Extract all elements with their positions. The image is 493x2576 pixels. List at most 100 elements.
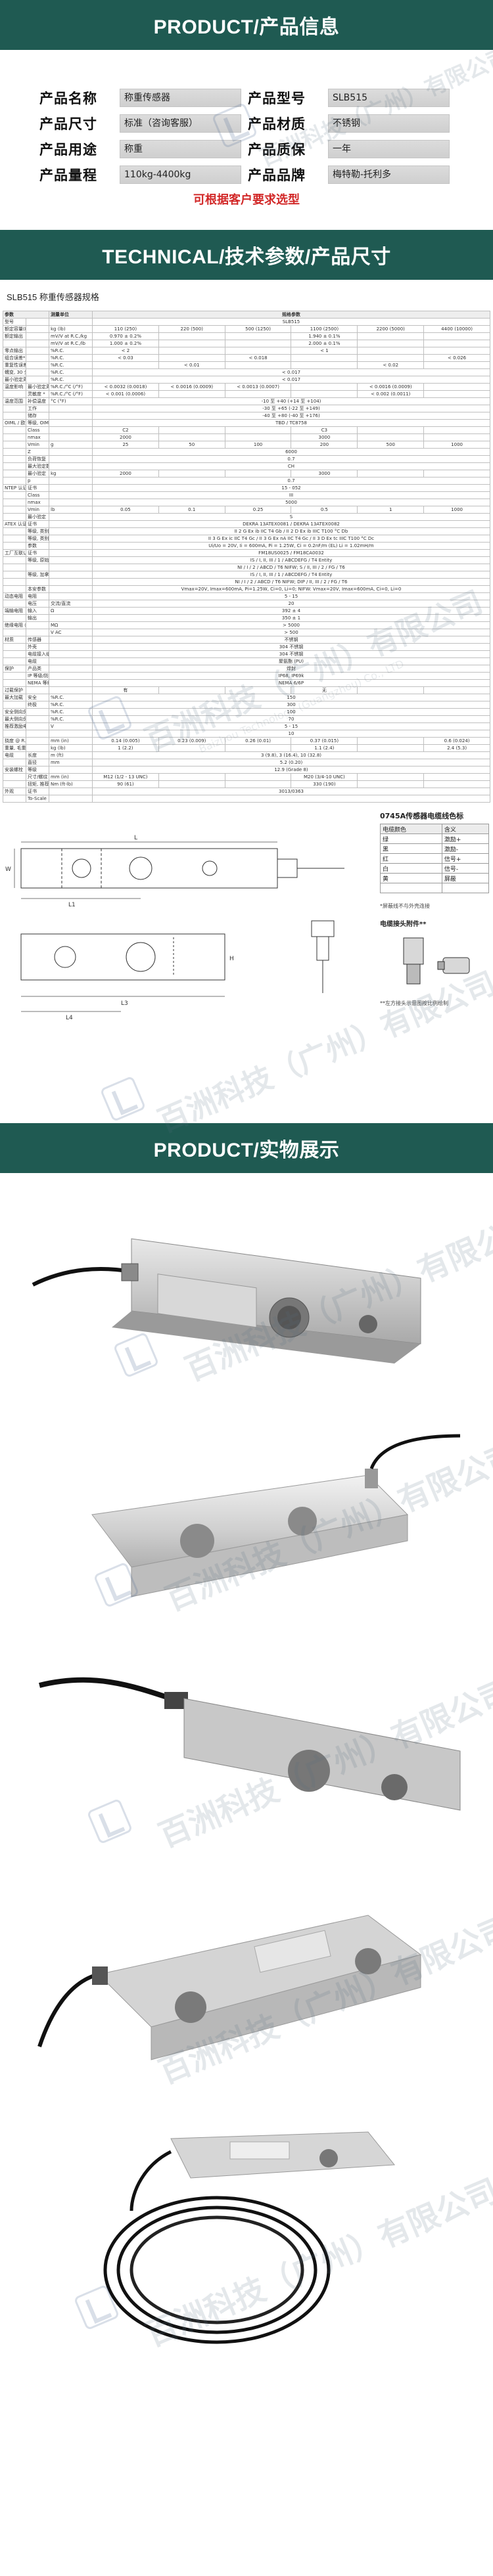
spec-unit xyxy=(49,636,93,644)
spec-item: 电压 xyxy=(26,600,49,608)
spec-unit xyxy=(49,433,93,441)
photo-title: PRODUCT/实物展示 xyxy=(153,1140,340,1161)
spec-unit: Nm (ft-lb) xyxy=(49,780,93,788)
spec-group xyxy=(3,535,26,543)
drawing-top-body xyxy=(20,848,278,889)
spec-value: 100 xyxy=(92,708,490,716)
spec-value: 1.1 (2.4) xyxy=(291,744,358,752)
spec-item xyxy=(26,730,49,738)
spec-row: 保护产品类焊封 xyxy=(3,665,490,673)
spec-unit xyxy=(49,686,93,694)
spec-group: 动态电阻 xyxy=(3,592,26,600)
spec-value: 3013/0363 xyxy=(92,788,490,795)
spec-value: 300 xyxy=(92,701,490,709)
spec-value xyxy=(423,347,490,355)
wiring-footnote: **左方接头示意图按比例绘制 xyxy=(380,1000,448,1006)
spec-unit xyxy=(49,795,93,803)
spec-group xyxy=(3,679,26,687)
spec-group: 温度影响 xyxy=(3,383,26,391)
spec-item: 外壳 xyxy=(26,643,49,651)
spec-value: 5.2 (0.20) xyxy=(92,759,490,766)
spec-value: DEKRA 13ATEX0081 / DEKRA 13ATEX0082 xyxy=(92,520,490,528)
spec-unit xyxy=(49,643,93,651)
spec-group xyxy=(3,780,26,788)
wire-meaning xyxy=(441,883,490,893)
spec-item: 等级 xyxy=(26,766,49,774)
spec-unit xyxy=(49,679,93,687)
wiring-title: 0745A传感器电缆线色标 xyxy=(380,812,464,820)
spec-row: 电缆接入组件304 不锈钢 xyxy=(3,650,490,658)
dimension-label: L1 xyxy=(68,902,76,908)
info-value: 梅特勒-托利多 xyxy=(328,166,450,184)
spec-value: IS / I, II, III / 1 / ABCDEFG / T4 Entit… xyxy=(92,571,490,579)
spec-value: 焊封 xyxy=(92,665,490,673)
spec-item: nmax xyxy=(26,499,49,506)
wiring-subtitle: 电缆接头附件** xyxy=(380,921,427,928)
spec-item: Z xyxy=(26,448,49,456)
spec-group xyxy=(3,629,26,636)
spec-row: 终极%R.C.300 xyxy=(3,701,490,709)
spec-group: 绝缘电阻 @50VDC xyxy=(3,621,26,629)
spec-item: To-Scale xyxy=(26,795,49,803)
spec-value: 304 不锈钢 xyxy=(92,650,490,658)
spec-value xyxy=(357,340,425,347)
spec-unit xyxy=(49,318,93,326)
spec-item: NEMA 等级 xyxy=(26,679,49,687)
spec-value: 0.7 xyxy=(92,477,490,485)
spec-item: 直径 xyxy=(26,759,49,766)
dimension-drawing: L L1 W L3 L4 H xyxy=(5,835,344,1021)
spec-value xyxy=(423,426,490,434)
spec-row: To-Scale xyxy=(3,795,490,803)
spec-group: 温度范围 xyxy=(3,397,26,405)
spec-group xyxy=(3,441,26,449)
drawing-hole xyxy=(202,860,218,876)
spec-value xyxy=(224,426,292,434)
wire-meaning: 信号- xyxy=(441,863,490,874)
spec-group xyxy=(3,542,26,550)
spec-item: Vmin xyxy=(26,441,49,449)
spec-group: 最大侧向负荷 xyxy=(3,715,26,723)
spec-value: 0.05 xyxy=(92,506,159,514)
spec-group xyxy=(3,701,26,709)
spec-unit: %R.C. xyxy=(49,354,93,362)
spec-value: Ui/Uo = 20V, Ii = 600mA, Pi = 1.25W, Ci … xyxy=(92,542,490,550)
spec-group xyxy=(3,759,26,766)
spec-item: 最小验定 xyxy=(26,513,49,521)
spec-group: 外观 xyxy=(3,788,26,795)
product-photo xyxy=(32,1238,421,1364)
spec-value: II 2 G Ex ib IIC T4 Gb / II 2 D Ex ib II… xyxy=(92,527,490,535)
spec-group: 组合误差* xyxy=(3,354,26,362)
spec-item: 参数 xyxy=(26,542,49,550)
spec-value: 25 xyxy=(92,441,159,449)
photo-gallery: 百洲科技（广州）有限公司 百洲科技（广州）有限公司 百洲科技（广州）有限公司 xyxy=(0,1173,493,2376)
spec-value: 500 xyxy=(357,441,425,449)
spec-unit xyxy=(49,419,93,427)
spec-value xyxy=(291,361,358,369)
spec-value: 3000 xyxy=(291,470,358,477)
spec-value xyxy=(158,433,225,441)
info-value: 不锈钢 xyxy=(328,114,450,133)
spec-row: 工厂互联认证证书FM18US0025 / FM18CA0032 xyxy=(3,549,490,557)
spec-value xyxy=(423,470,490,477)
product-photo xyxy=(91,1434,461,1597)
spec-unit xyxy=(49,672,93,680)
spec-item: 终极 xyxy=(26,701,49,709)
spec-value: 不锈钢 xyxy=(92,636,490,644)
spec-unit: 交流/直流 xyxy=(49,600,93,608)
spec-unit xyxy=(49,542,93,550)
spec-row: 零点输出%R.C.< 2< 1 xyxy=(3,347,490,355)
spec-group xyxy=(3,564,26,571)
spec-group xyxy=(3,405,26,412)
spec-group xyxy=(3,730,26,738)
spec-group: 重复性误差 xyxy=(3,361,26,369)
spec-value xyxy=(423,383,490,391)
spec-value: < 0.001 (0.0006) xyxy=(92,390,159,398)
spec-item xyxy=(26,340,49,347)
spec-item: 产品类 xyxy=(26,665,49,673)
spec-value: 5 - 15 xyxy=(92,722,490,730)
